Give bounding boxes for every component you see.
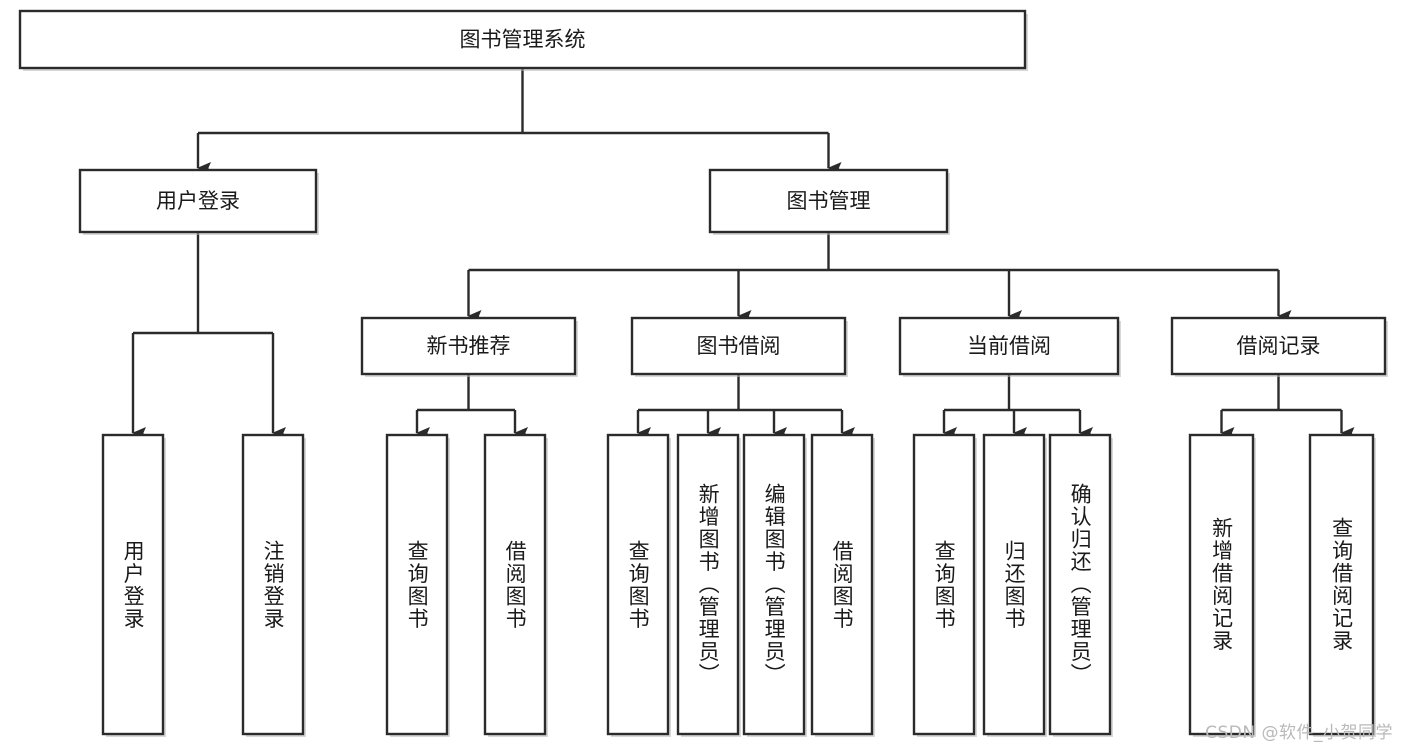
leaf-node-box[interactable] [101, 433, 165, 736]
level3-node-box[interactable] [898, 316, 1120, 376]
leaf-node-box[interactable] [810, 433, 874, 736]
leaf-node-box[interactable] [241, 433, 305, 736]
leaf-node-box[interactable] [982, 433, 1046, 736]
level3-node-label: 图书借阅 [697, 334, 781, 358]
leaf-node-box[interactable] [483, 433, 547, 736]
level3-node-label: 新书推荐 [427, 334, 511, 358]
level2-node-label: 图书管理 [787, 189, 871, 213]
leaf-node-box[interactable] [676, 433, 740, 736]
leaf-node-box[interactable] [385, 433, 449, 736]
root-node-label: 图书管理系统 [460, 28, 586, 52]
level3-node-box[interactable] [630, 316, 847, 376]
leaf-node-box[interactable] [606, 433, 670, 736]
leaf-node-box[interactable] [1048, 433, 1112, 736]
leaf-node-box[interactable] [742, 433, 806, 736]
level3-node-label: 借阅记录 [1237, 334, 1321, 358]
level2-node-label: 用户登录 [156, 189, 240, 213]
level2-node-box[interactable] [78, 168, 318, 234]
leaf-node-box[interactable] [912, 433, 976, 736]
level3-node-box[interactable] [360, 316, 577, 376]
leaf-node-box[interactable] [1308, 433, 1375, 736]
level2-node-box[interactable] [708, 168, 949, 234]
level3-node-label: 当前借阅 [967, 334, 1051, 358]
node-box-layer [18, 9, 1388, 737]
watermark: CSDN @软件_小贺同学 [1205, 723, 1393, 743]
leaf-node-box[interactable] [1188, 433, 1255, 736]
root-node-box[interactable] [18, 9, 1027, 70]
connector-layer [131, 68, 1355, 439]
level3-node-box[interactable] [1170, 316, 1387, 376]
